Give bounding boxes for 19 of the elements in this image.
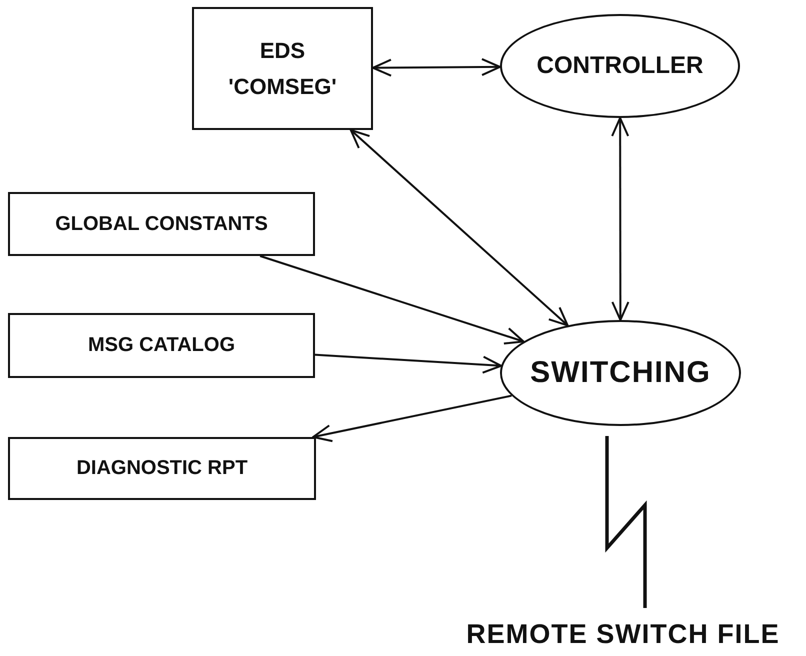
arrow	[260, 255, 524, 345]
lightning-link	[605, 436, 647, 608]
node-label: EDS	[260, 38, 306, 64]
node-label: CONTROLLER	[536, 52, 704, 80]
process-box	[8, 313, 315, 378]
node-label: REMOTE SWITCH FILE	[466, 618, 780, 650]
node-label: SWITCHING	[530, 356, 711, 390]
process-box	[192, 7, 373, 130]
node-label: 'COMSEG'	[228, 74, 337, 100]
process-box	[8, 192, 315, 256]
node-label: GLOBAL CONSTANTS	[55, 212, 268, 236]
arrow	[314, 354, 502, 374]
arrow	[350, 129, 569, 326]
node-label: DIAGNOSTIC RPT	[76, 457, 248, 480]
node-label: MSG CATALOG	[88, 334, 236, 357]
arrow	[611, 117, 630, 321]
arrow	[312, 394, 512, 442]
process-box	[8, 437, 316, 500]
arrow	[372, 58, 501, 77]
